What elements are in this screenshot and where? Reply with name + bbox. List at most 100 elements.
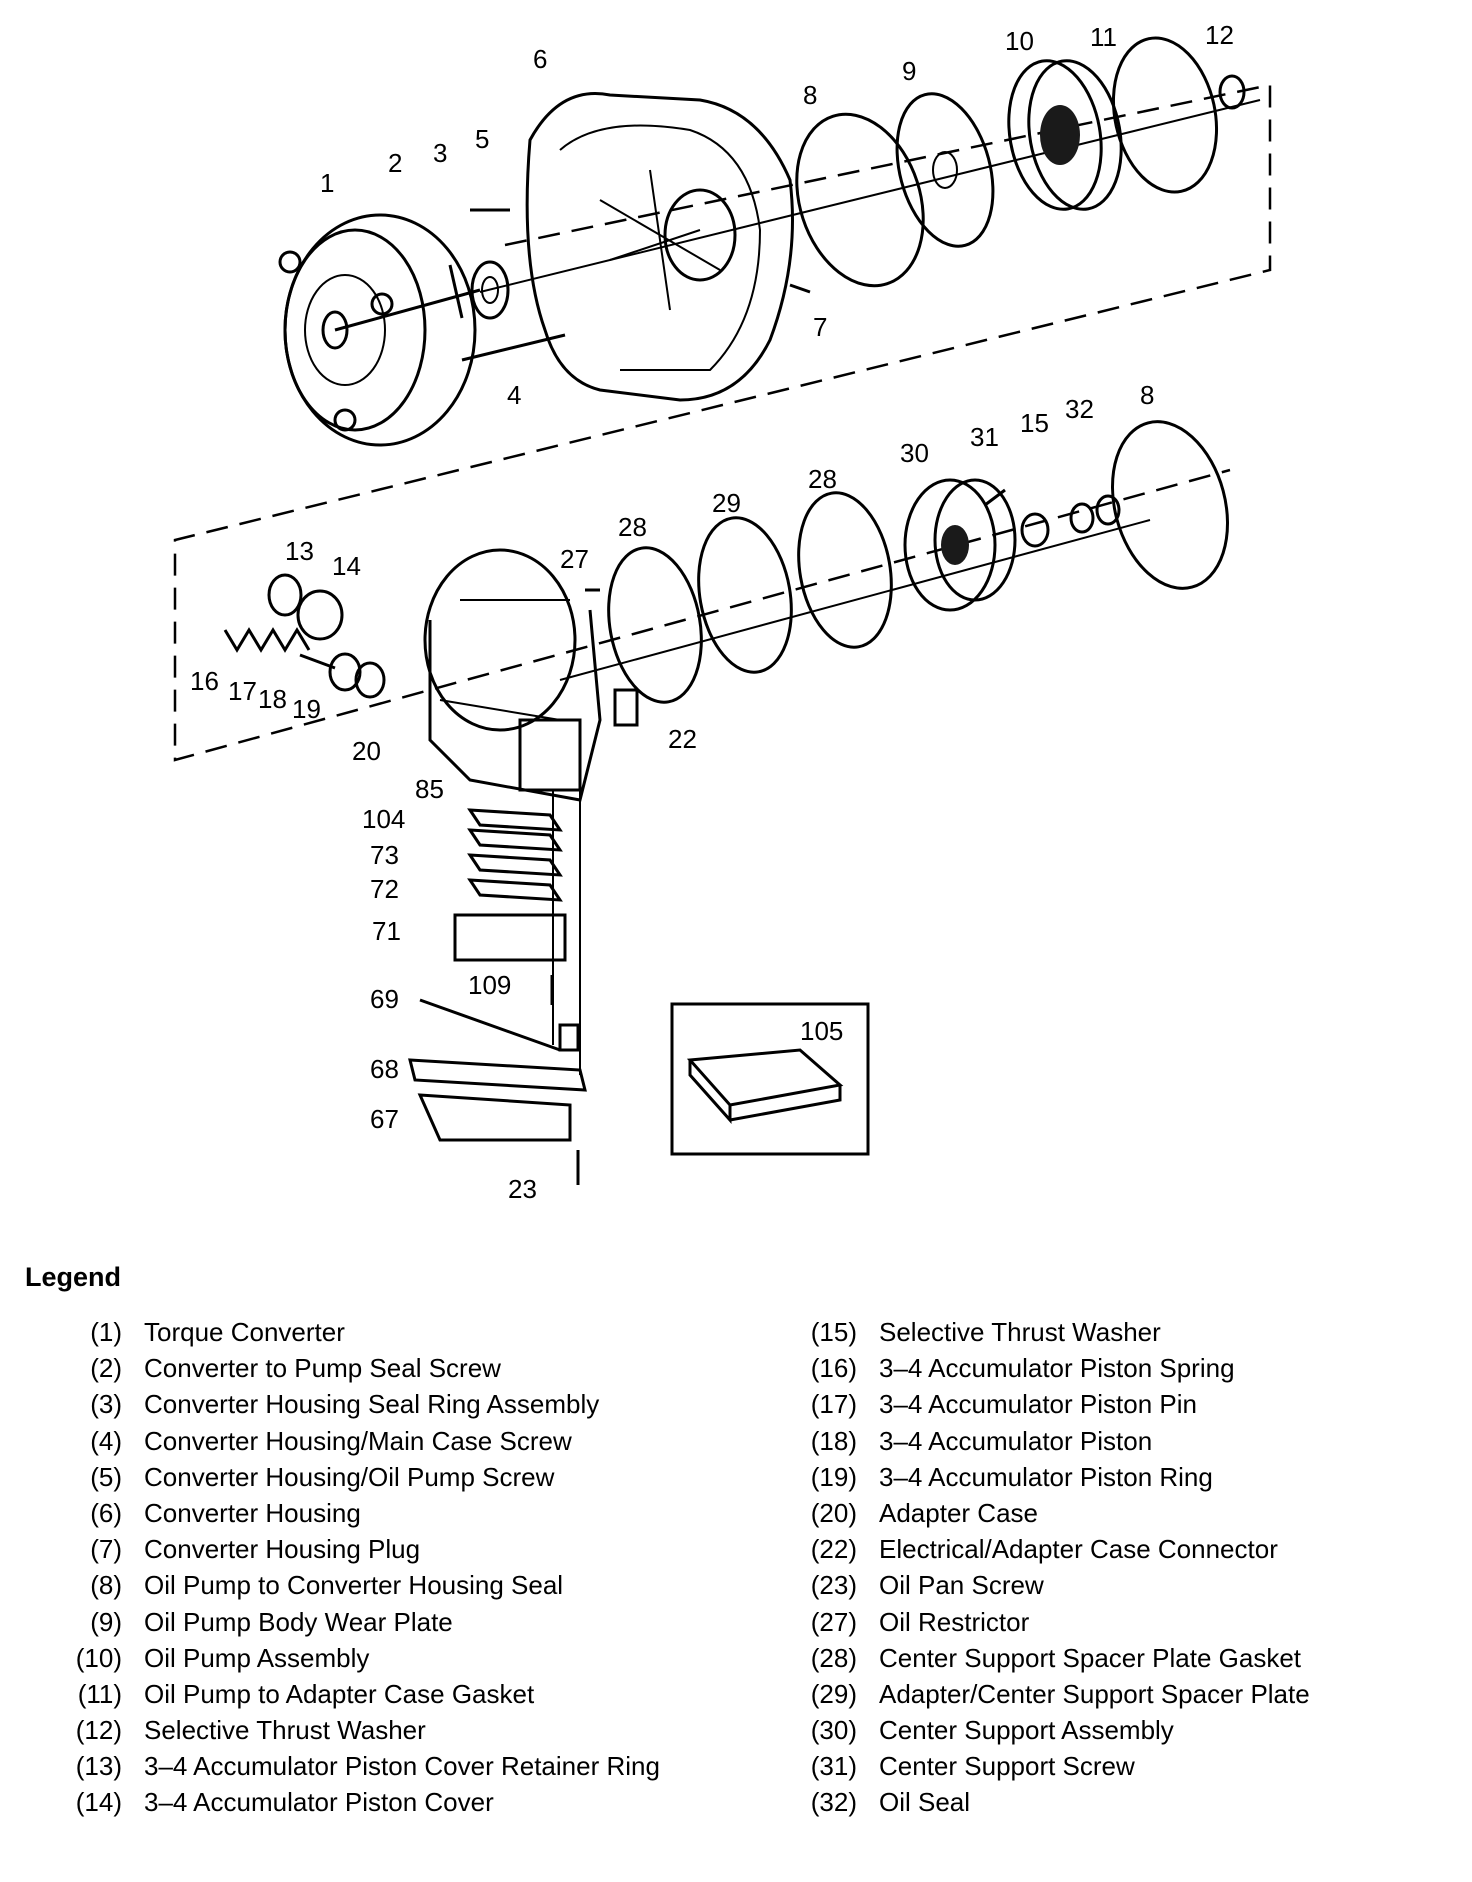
center-support-assembly [903,478,1017,612]
legend-label: 3–4 Accumulator Piston [879,1425,1153,1456]
callout-69: 69 [370,984,399,1014]
callout-19: 19 [292,694,321,724]
callout-20: 20 [352,736,381,766]
callout-72: 72 [370,874,399,904]
callout-5: 5 [475,124,489,154]
legend-number: (1) [90,1317,122,1347]
legend-label: Converter Housing/Main Case Screw [144,1425,572,1456]
valve-body-stack [408,790,587,1185]
center-support-screw [984,488,1006,507]
lower-shaft-line [559,519,1151,681]
legend-item: (12)Selective Thrust Washer [60,1712,660,1748]
legend-number: (3) [90,1389,122,1420]
legend-number: (8) [90,1570,122,1601]
legend-left-column: (1)Torque Converter (2)Converter to Pump… [60,1314,660,1821]
legend-number: (15) [810,1317,857,1347]
callout-13: 13 [285,536,314,566]
callout-23: 23 [508,1174,537,1204]
legend-number: (7) [90,1534,122,1565]
legend-item: (29) Adapter/Center Support Spacer Plate [795,1676,1310,1712]
callout-9: 9 [902,56,916,86]
callout-6: 6 [533,44,547,74]
legend-number: (22) [810,1534,857,1565]
legend-label: Oil Pump to Converter Housing Seal [144,1570,564,1601]
seal-screw [448,264,464,319]
legend-label: Oil Pump Body Wear Plate [144,1606,453,1637]
spacer-plate-gasket-rear [797,491,893,649]
callout-32: 32 [1065,394,1094,424]
callout-10: 10 [1005,26,1034,56]
accumulator-piston [328,652,362,692]
legend-number: (29) [810,1678,857,1709]
inset-box [670,1002,870,1156]
legend-number: (12) [75,1715,122,1746]
legend-number: (31) [810,1751,857,1782]
legend-title: Legend [25,1262,122,1292]
callout-7: 7 [813,312,827,342]
legend-item: (31) Center Support Screw [795,1748,1310,1784]
upper-group-outline [173,83,1272,762]
legend-item: (32)Oil Seal [795,1784,1310,1820]
legend-item: (28) Center Support Spacer Plate Gasket [795,1640,1310,1676]
legend-label: Converter Housing Seal Ring Assembly [144,1389,600,1420]
legend-item: (11)Oil Pump to Adapter Case Gasket [60,1676,660,1712]
legend-item: (17)3–4 Accumulator Piston Pin [795,1386,1310,1422]
callout-22: 22 [668,724,697,754]
housing-seal-lower [1110,420,1230,590]
callout-11: 11 [1090,22,1117,52]
thrust-washer-upper [1218,74,1246,110]
legend-item: (27)Oil Restrictor [795,1604,1310,1640]
adapter-case [423,548,602,802]
legend-number: (30) [810,1715,857,1746]
main-case-screw [461,333,566,362]
legend-item: (8) Oil Pump to Converter Housing Seal [60,1567,660,1603]
legend-label: Torque Converter [144,1317,345,1347]
legend-number: (9) [90,1606,122,1637]
legend-label: 3–4 Accumulator Piston Cover [144,1787,494,1818]
legend-number: (10) [75,1642,122,1673]
piston-spring [223,627,311,653]
callout-71: 71 [372,916,401,946]
spacer-plate-gasket-front [607,546,703,704]
legend-label: 3–4 Accumulator Piston Spring [879,1353,1235,1384]
callout-12: 12 [1205,20,1234,50]
legend-label: Converter Housing [144,1497,361,1528]
legend-number: (23) [810,1570,857,1601]
legend-label: Converter to Pump Seal Screw [144,1353,501,1384]
legend-right-column: (15)Selective Thrust Washer (16) 3–4 Accu… [795,1314,1310,1821]
legend-label: Adapter Case [879,1497,1038,1528]
legend-item: (20)Adapter Case [795,1495,1310,1531]
legend-item: (15)Selective Thrust Washer [795,1314,1310,1350]
callout-73: 73 [370,840,399,870]
callout-3: 3 [433,138,447,168]
legend-label: 3–4 Accumulator Piston Ring [879,1461,1213,1492]
control-module [686,1048,844,1124]
piston-ring [354,661,386,699]
legend-item: (19)3–4 Accumulator Piston Ring [795,1459,1310,1495]
callout-105: 105 [800,1016,843,1046]
oil-seal-a [1069,502,1095,534]
legend-label: Converter Housing Plug [144,1534,421,1565]
legend-item: (23)Oil Pan Screw [795,1567,1310,1603]
callout-15: 15 [1020,408,1049,438]
callout-104: 104 [362,804,405,834]
legend-number: (28) [810,1642,857,1673]
housing-plug [789,283,811,294]
legend-number: (13) [75,1751,122,1782]
converter-housing [525,92,794,402]
legend-label: Center Support Spacer Plate Gasket [879,1642,1302,1673]
legend-label: Adapter/Center Support Spacer Plate [879,1678,1310,1709]
legend-item: (30)Center Support Assembly [795,1712,1310,1748]
piston-pin [299,653,336,670]
case-connector [613,688,639,727]
callout-16: 16 [190,666,219,696]
legend-item: (16) 3–4 Accumulator Piston Spring [795,1350,1310,1386]
callout-14: 14 [332,551,361,581]
callout-109: 109 [468,970,511,1000]
legend-label: Center Support Screw [879,1751,1135,1782]
legend-item: (14)3–4 Accumulator Piston Cover [60,1784,660,1820]
callout-1: 1 [320,168,334,198]
oil-seal-b [1095,494,1121,526]
upper-shaft-line [479,99,1261,293]
legend-number: (16) [810,1353,857,1384]
